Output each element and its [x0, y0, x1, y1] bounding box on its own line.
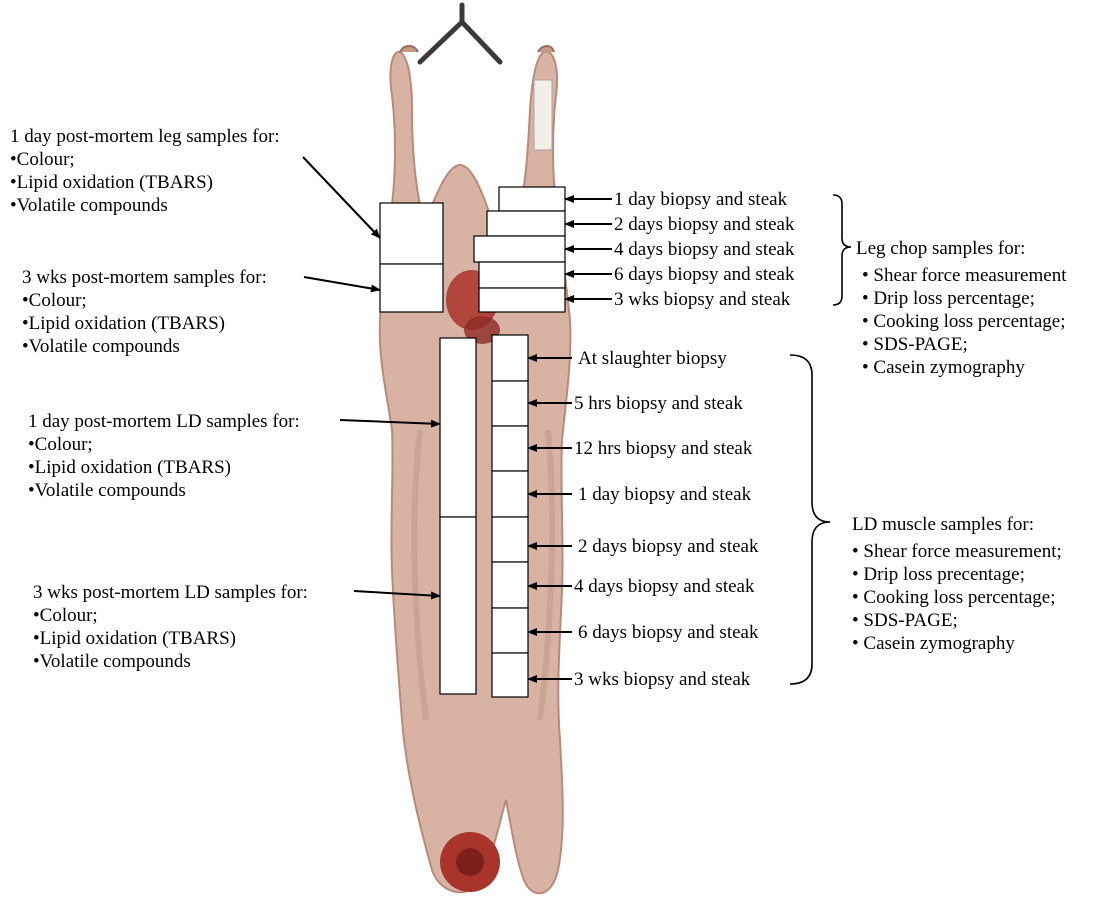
leg-chop-box-4days: [474, 236, 565, 262]
leg-1day-item-volatile: •Volatile compounds: [10, 194, 280, 217]
ld-3wks-sample-box: [440, 517, 476, 694]
ld-label-4days: 4 days biopsy and steak: [574, 575, 754, 598]
leg-1day-sample-box: [380, 203, 443, 264]
leg-chop-group-block: Leg chop samples for:: [856, 237, 1025, 260]
hanger-hook: [420, 5, 500, 62]
leg-chop-box-3wks: [479, 288, 565, 312]
leg-chop-item-shear: • Shear force measurement: [862, 264, 1066, 287]
ld-1day-title: 1 day post-mortem LD samples for:: [28, 410, 300, 433]
ld-label-1day: 1 day biopsy and steak: [578, 483, 751, 506]
ld-label-12hrs: 12 hrs biopsy and steak: [574, 437, 752, 460]
leg-chop-group-title: Leg chop samples for:: [856, 237, 1025, 260]
ld-1day-label-block: 1 day post-mortem LD samples for: •Colou…: [28, 410, 300, 502]
ld-group-items: • Shear force measurement; • Drip loss p…: [852, 540, 1062, 655]
leg-1day-item-colour: •Colour;: [10, 148, 280, 171]
leg-chop-item-casein: • Casein zymography: [862, 356, 1066, 379]
leg-chop-label-2days: 2 days biopsy and steak: [614, 213, 794, 236]
ld-1day-item-volatile: •Volatile compounds: [28, 479, 300, 502]
ld-3wks-title: 3 wks post-mortem LD samples for:: [33, 581, 308, 604]
ld-right-boxes: [492, 335, 528, 697]
ld-brace: [790, 355, 830, 684]
ld-group-title: LD muscle samples for:: [852, 513, 1034, 536]
ld-label-3wks: 3 wks biopsy and steak: [574, 668, 750, 691]
ld-3wks-item-volatile: •Volatile compounds: [33, 650, 308, 673]
leg-chop-label-1day: 1 day biopsy and steak: [614, 188, 787, 211]
leg-chop-label-3wks: 3 wks biopsy and steak: [614, 288, 790, 311]
ld-label-5hrs: 5 hrs biopsy and steak: [574, 392, 743, 415]
ld-1day-item-lipid: •Lipid oxidation (TBARS): [28, 456, 300, 479]
leg-3wks-sample-box: [380, 264, 443, 312]
leg-3wks-item-volatile: •Volatile compounds: [22, 335, 267, 358]
leg-chop-brace: [833, 195, 851, 305]
ld-1day-item-colour: •Colour;: [28, 433, 300, 456]
ld-3wks-item-lipid: •Lipid oxidation (TBARS): [33, 627, 308, 650]
ld-item-cooking: • Cooking loss percentage;: [852, 586, 1062, 609]
ld-item-sds: • SDS-PAGE;: [852, 609, 1062, 632]
ld-group-block: LD muscle samples for:: [852, 513, 1034, 536]
leg-1day-item-lipid: •Lipid oxidation (TBARS): [10, 171, 280, 194]
ld-item-shear: • Shear force measurement;: [852, 540, 1062, 563]
ld-left-boxes: [440, 338, 476, 694]
leg-chop-arrows: [565, 199, 612, 299]
leg-chop-box-2days: [487, 211, 565, 236]
leg-chop-label-6days: 6 days biopsy and steak: [614, 263, 794, 286]
ld-3wks-item-colour: •Colour;: [33, 604, 308, 627]
leg-1day-title: 1 day post-mortem leg samples for:: [10, 125, 280, 148]
leg-chop-item-drip: • Drip loss percentage;: [862, 287, 1066, 310]
ld-label-2days: 2 days biopsy and steak: [578, 535, 758, 558]
leg-1day-label-block: 1 day post-mortem leg samples for: •Colo…: [10, 125, 280, 217]
ld-label-slaughter: At slaughter biopsy: [578, 347, 727, 370]
leg-left-samples: [380, 203, 443, 312]
ld-3wks-label-block: 3 wks post-mortem LD samples for: •Colou…: [33, 581, 308, 673]
leg-3wks-item-colour: •Colour;: [22, 289, 267, 312]
leg-3wks-title: 3 wks post-mortem samples for:: [22, 266, 267, 289]
leg-chop-group-items: • Shear force measurement • Drip loss pe…: [862, 264, 1066, 379]
leg-3wks-label-block: 3 wks post-mortem samples for: •Colour; …: [22, 266, 267, 358]
leg-chop-item-cooking: • Cooking loss percentage;: [862, 310, 1066, 333]
leg-chop-box-6days: [479, 262, 565, 288]
leg-chop-box-1day: [499, 187, 565, 211]
ld-1day-sample-box: [440, 338, 476, 517]
leg-chop-label-4days: 4 days biopsy and steak: [614, 238, 794, 261]
leg-chop-item-sds: • SDS-PAGE;: [862, 333, 1066, 356]
ld-item-casein: • Casein zymography: [852, 632, 1062, 655]
ld-item-drip: • Drip loss precentage;: [852, 563, 1062, 586]
leg-3wks-item-lipid: •Lipid oxidation (TBARS): [22, 312, 267, 335]
ld-label-6days: 6 days biopsy and steak: [578, 621, 758, 644]
